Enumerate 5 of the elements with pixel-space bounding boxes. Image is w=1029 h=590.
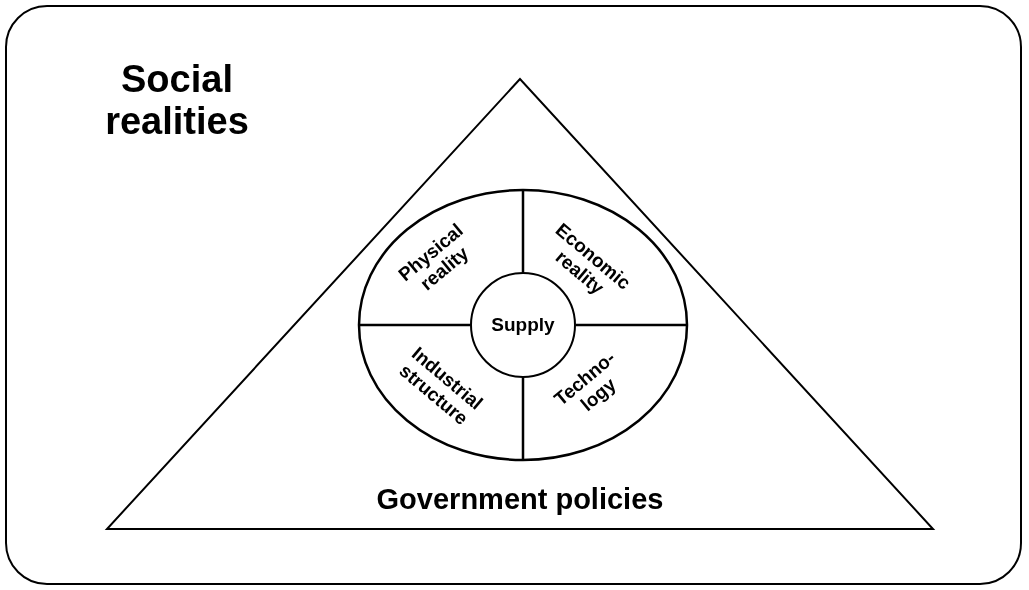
ellipse-shape (358, 189, 688, 461)
base-label: Government policies (375, 484, 665, 516)
frame-title: Social realities (104, 59, 250, 143)
outer-frame (5, 5, 1022, 585)
center-label: Supply (491, 314, 555, 336)
